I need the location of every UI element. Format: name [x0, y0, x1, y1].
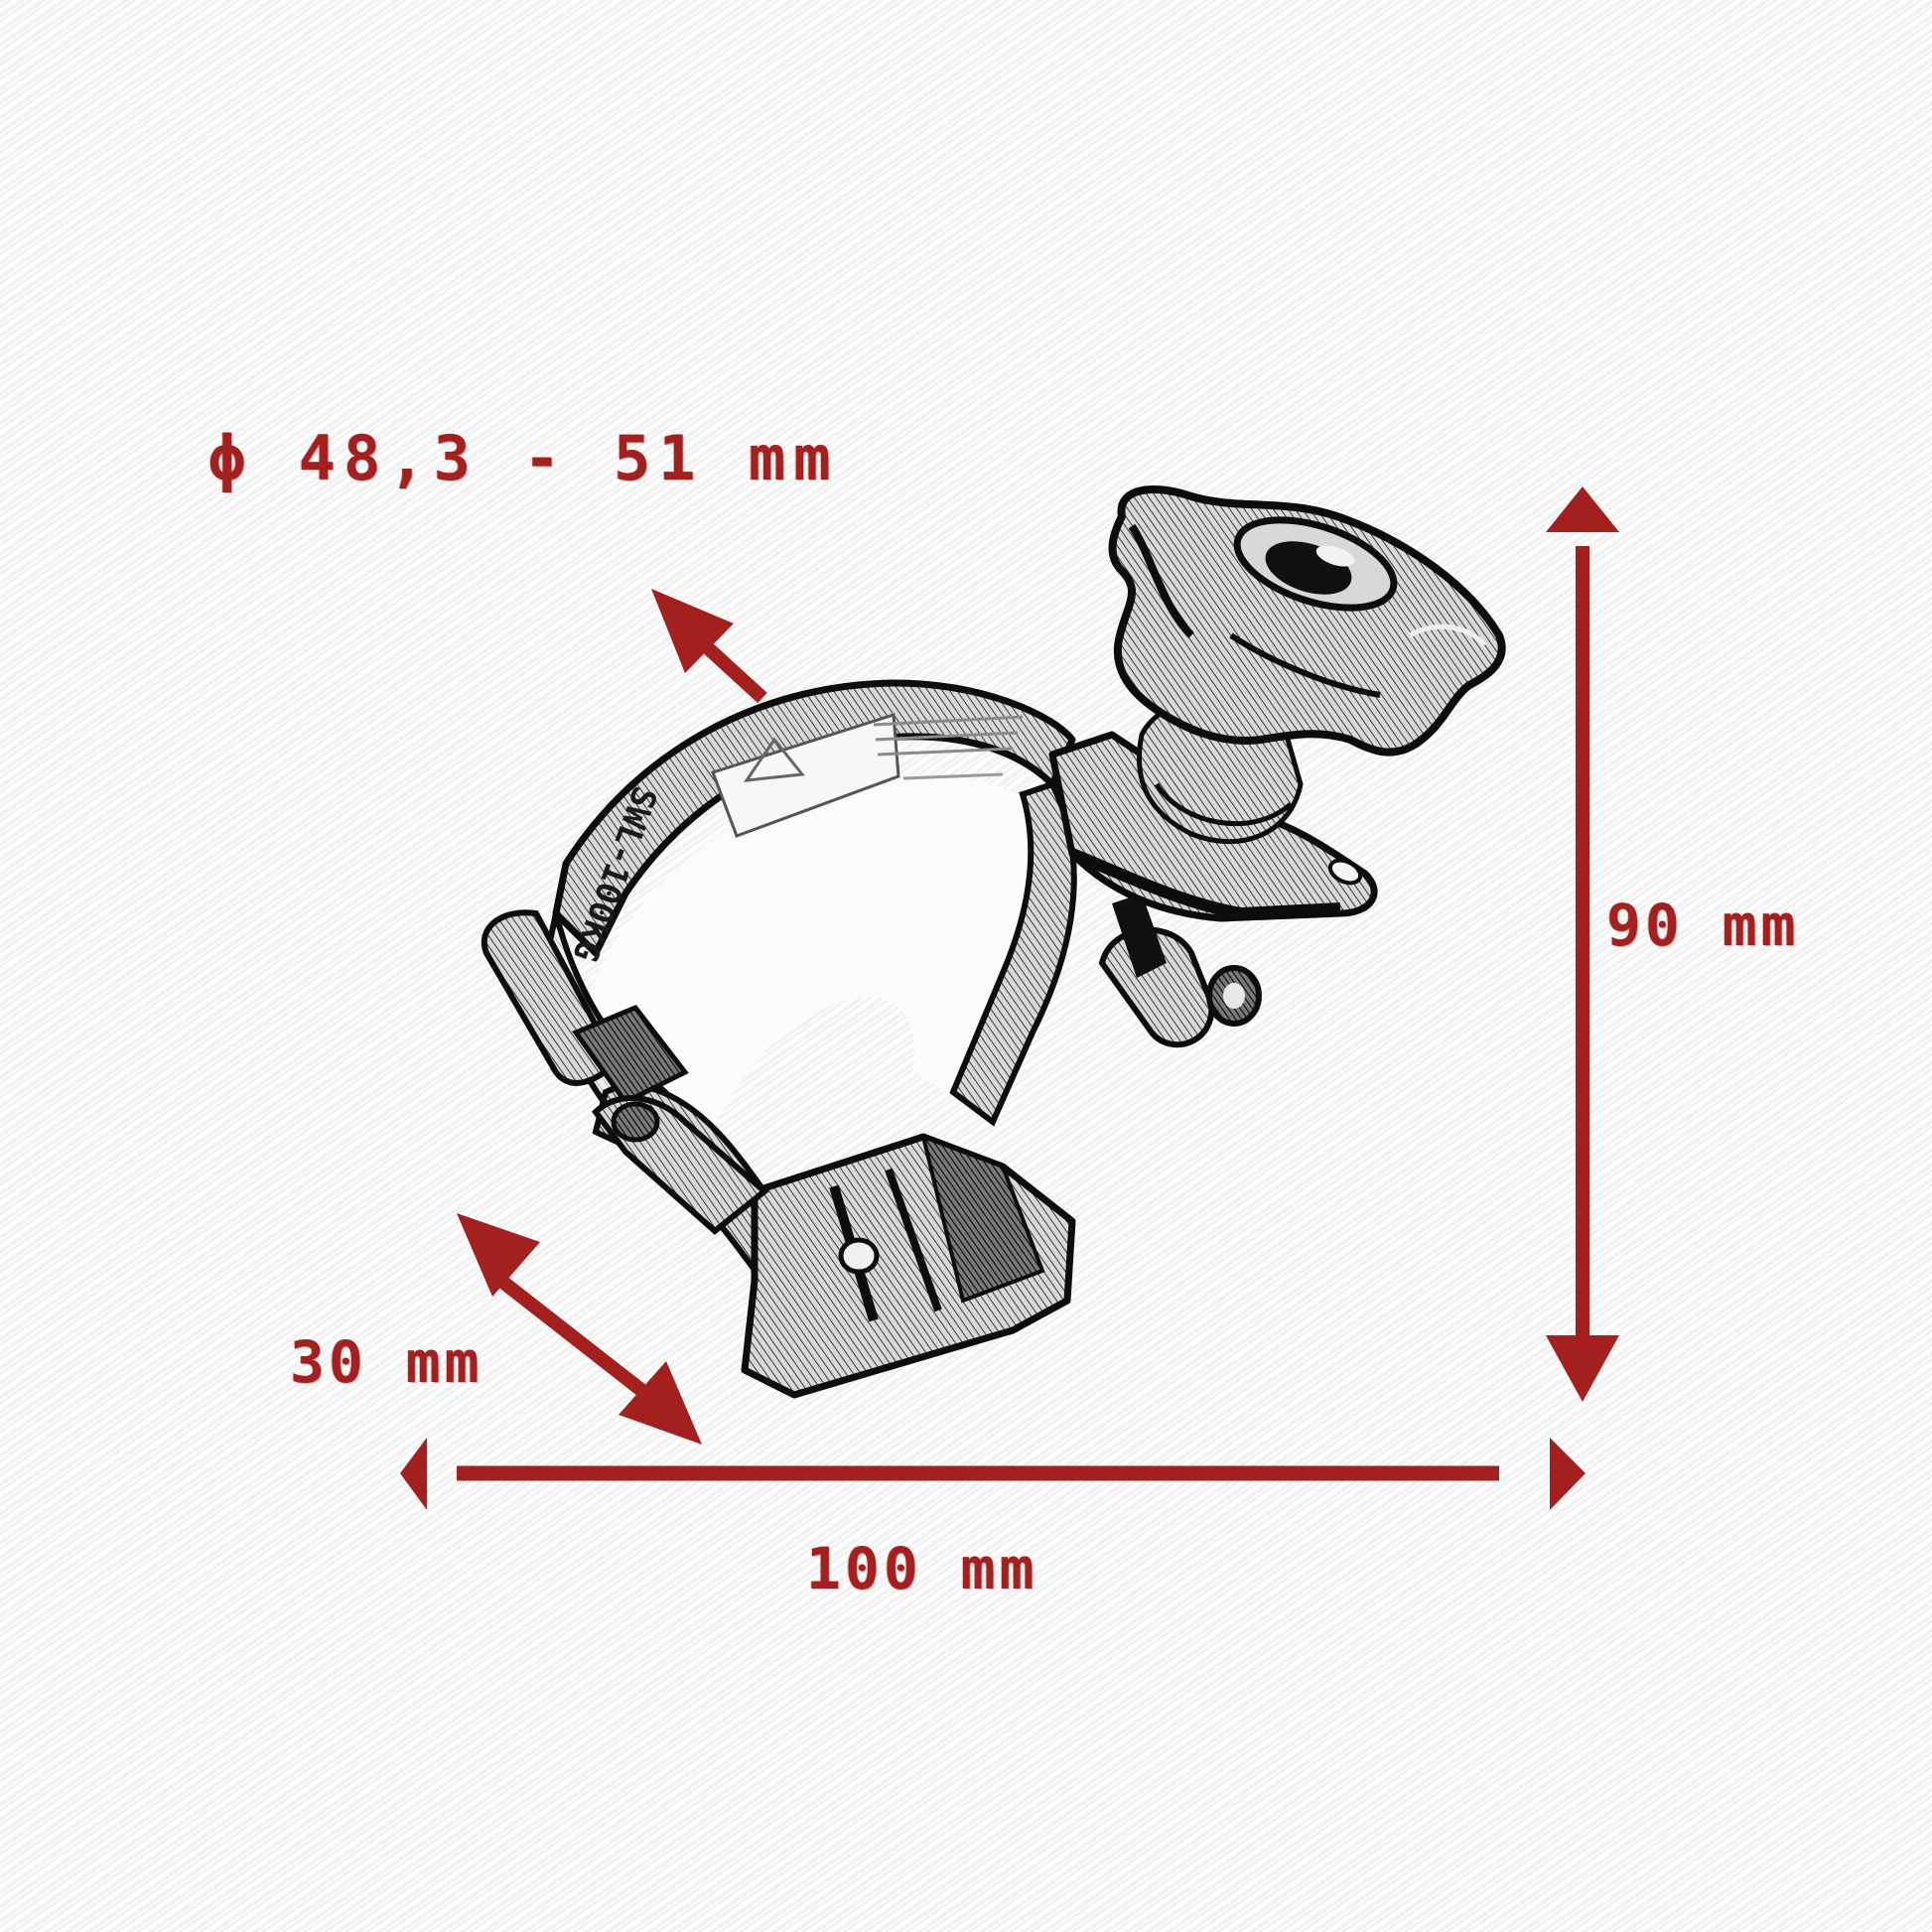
- height-arrow-icon: [1546, 486, 1619, 1402]
- depth-arrow-icon: [457, 1213, 702, 1445]
- dimension-arrows: [400, 486, 1619, 1510]
- width-arrow-icon: [400, 1438, 1586, 1510]
- hinge-pin: [1098, 894, 1262, 1048]
- height-label: 90 mm: [1606, 892, 1800, 959]
- star-knob: [1108, 485, 1506, 757]
- diameter-arrow-icon: [651, 589, 767, 704]
- diameter-label: ϕ 48,3 - 51 mm: [208, 422, 839, 494]
- width-label: 100 mm: [806, 1535, 1038, 1602]
- latch-tab: [482, 909, 769, 1235]
- depth-label: 30 mm: [290, 1328, 483, 1396]
- pipe-clamp-sketch: SWL-100KG: [482, 485, 1506, 1399]
- label-plate: [711, 712, 1024, 838]
